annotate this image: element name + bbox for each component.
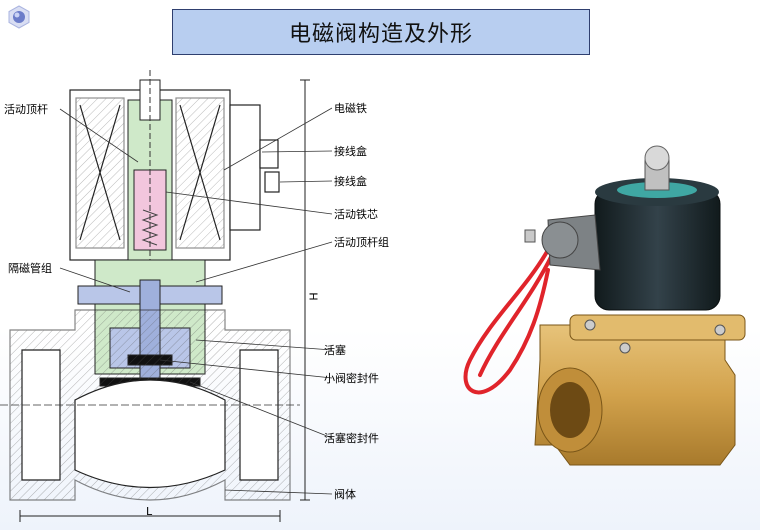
junction-box (229, 104, 280, 231)
red-lead-wires (463, 248, 554, 395)
solenoid-valve-cross-section-diagram (0, 70, 333, 522)
wire-terminal (524, 229, 536, 243)
dimension-l-label: L (146, 505, 153, 518)
coil-housing (69, 89, 231, 261)
valve-brass-body (534, 314, 746, 466)
label-push-rod-left: 活动顶杆 (4, 103, 48, 116)
label-push-rod-group: 活动顶杆组 (334, 236, 389, 249)
label-junction-box-1: 接线盒 (334, 145, 367, 158)
label-junction-box-2: 接线盒 (334, 175, 367, 188)
label-piston: 活塞 (324, 344, 346, 357)
label-small-valve-seal: 小阀密封件 (324, 372, 379, 385)
page-title: 电磁阀构造及外形 (288, 22, 473, 47)
label-electromagnet: 电磁铁 (334, 102, 367, 115)
label-isolation-tube: 隔磁管组 (8, 262, 52, 275)
title-box: 电磁阀构造及外形 (172, 9, 590, 55)
hexagon-bullet-icon (8, 5, 30, 29)
label-valve-body: 阀体 (334, 488, 356, 501)
solenoid-valve-product-image (463, 145, 746, 466)
label-piston-seal: 活塞密封件 (324, 432, 379, 445)
stem-tube (127, 70, 173, 360)
dimension-lines (19, 79, 310, 522)
dimension-h-label: H (307, 292, 321, 301)
black-coil (541, 145, 721, 311)
leader-lines (59, 107, 333, 495)
valve-body (0, 309, 300, 501)
label-moving-core: 活动铁芯 (334, 208, 378, 221)
